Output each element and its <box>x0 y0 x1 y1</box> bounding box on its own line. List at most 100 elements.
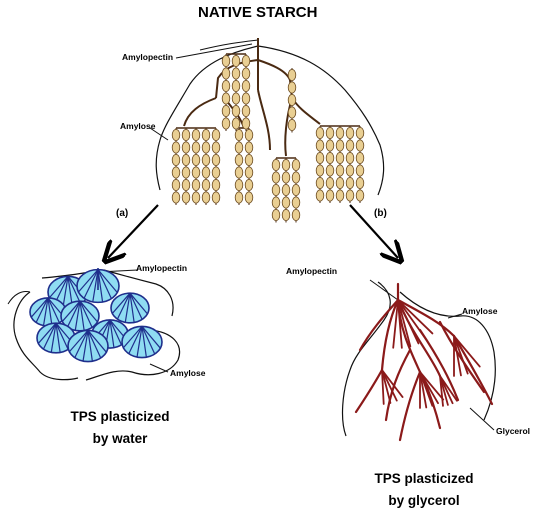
arrow-a <box>108 204 159 258</box>
native-branch-7 <box>291 97 321 125</box>
water-disk-5-ray <box>74 301 81 331</box>
native-granule <box>335 127 345 140</box>
native-granule <box>234 191 244 204</box>
native-granule <box>221 92 231 105</box>
native-granule <box>291 183 301 196</box>
water-disk-9-ray <box>141 326 147 358</box>
water-disk-6-ray <box>109 319 123 346</box>
native-granule <box>355 151 365 164</box>
water-disk-3-ray <box>129 292 143 320</box>
native-granule <box>191 141 201 154</box>
native-granule <box>271 158 281 171</box>
glycerol-fan-1-chain <box>392 299 399 349</box>
water-disk-1-ray <box>62 276 69 308</box>
water-disk-9-ray <box>141 326 161 349</box>
water-disk-1-ray <box>48 276 69 299</box>
native-granule <box>244 166 254 179</box>
water-disk-2-ray <box>83 269 99 299</box>
glycerol-branch-9 <box>438 320 486 394</box>
native-branch-2 <box>215 59 259 99</box>
water-disk-7-ray <box>55 323 61 353</box>
water-disk-3-ray <box>111 292 131 314</box>
glycerol-branch-3 <box>358 298 400 352</box>
glycerol-amylopectin-pointer <box>369 279 399 301</box>
water-disk-8-ray <box>68 330 89 353</box>
water-disk-5-ray <box>79 300 93 328</box>
native-granule <box>181 166 191 179</box>
native-granule <box>241 80 251 93</box>
glycerol-fan-5-chain <box>439 375 444 407</box>
glycerol-fan-3-chain <box>453 335 469 375</box>
glycerol-fan-1-chain <box>397 299 412 348</box>
water-disk-9-ray <box>141 326 156 355</box>
native-granule <box>201 166 211 179</box>
native-granule <box>234 178 244 191</box>
path-a-label: (a) <box>116 208 129 219</box>
native-granule <box>315 189 325 202</box>
native-amylopectin-label: Amylopectin <box>122 52 174 62</box>
water-disk-4-ray <box>47 297 53 326</box>
native-granule <box>201 141 211 154</box>
glycerol-caption-line2: by glycerol <box>388 493 460 508</box>
water-disk-2-ray <box>97 269 112 299</box>
native-granule <box>244 191 254 204</box>
glycerol-fan-1-chain <box>397 299 420 345</box>
native-amylose-strand-right <box>257 45 385 196</box>
glycerol-branch-7 <box>384 348 412 422</box>
water-disk-4-ray <box>42 297 49 326</box>
glycerol-fan-3-chain <box>453 335 462 377</box>
glycerol-fan-2-chain <box>419 371 434 407</box>
native-granule <box>345 176 355 189</box>
native-granule <box>315 127 325 140</box>
water-disk-3-ray <box>124 293 131 323</box>
glycerol-fan-4-chain <box>381 369 404 398</box>
native-granule <box>231 105 241 118</box>
native-granule <box>345 164 355 177</box>
native-granule <box>325 189 335 202</box>
native-granule <box>211 141 221 154</box>
glycerol-panel-group <box>341 279 496 442</box>
glycerol-amylose-label: Amylose <box>462 306 498 316</box>
native-granule <box>355 189 365 202</box>
native-granule <box>171 191 181 204</box>
water-disk-9-ray <box>136 326 143 358</box>
glycerol-branch-10 <box>354 368 384 414</box>
native-granule <box>171 153 181 166</box>
native-granule <box>201 128 211 141</box>
native-granule <box>355 139 365 152</box>
water-disk-9-ray <box>128 326 143 354</box>
water-disk-5-ray <box>79 301 85 331</box>
native-granule <box>171 166 181 179</box>
native-granule <box>241 55 251 68</box>
native-starch-group <box>149 38 385 223</box>
native-granule <box>211 191 221 204</box>
native-granule <box>355 164 365 177</box>
water-disk-4-ray <box>35 297 49 323</box>
native-granule <box>244 141 254 154</box>
water-disk-7-ray <box>55 322 69 350</box>
native-granule <box>181 153 191 166</box>
native-granule <box>171 141 181 154</box>
glycerol-caption-line1: TPS plasticized <box>374 471 474 486</box>
native-granule <box>201 153 211 166</box>
native-granule <box>315 164 325 177</box>
native-granule <box>191 178 201 191</box>
native-granule <box>241 105 251 118</box>
native-granule <box>315 139 325 152</box>
native-granule <box>325 127 335 140</box>
native-granule <box>291 158 301 171</box>
native-granule <box>335 164 345 177</box>
native-granule <box>191 128 201 141</box>
native-granule <box>325 176 335 189</box>
native-granule <box>355 176 365 189</box>
native-branch-9 <box>257 89 271 151</box>
glycerol-branch-12 <box>398 370 422 442</box>
glycerol-branches <box>354 282 494 442</box>
native-granule <box>241 117 251 130</box>
native-granule <box>221 55 231 68</box>
native-granule <box>231 67 241 80</box>
native-granule <box>281 171 291 184</box>
water-disk-2-ray <box>92 269 99 302</box>
native-granule <box>315 176 325 189</box>
native-granule <box>211 166 221 179</box>
